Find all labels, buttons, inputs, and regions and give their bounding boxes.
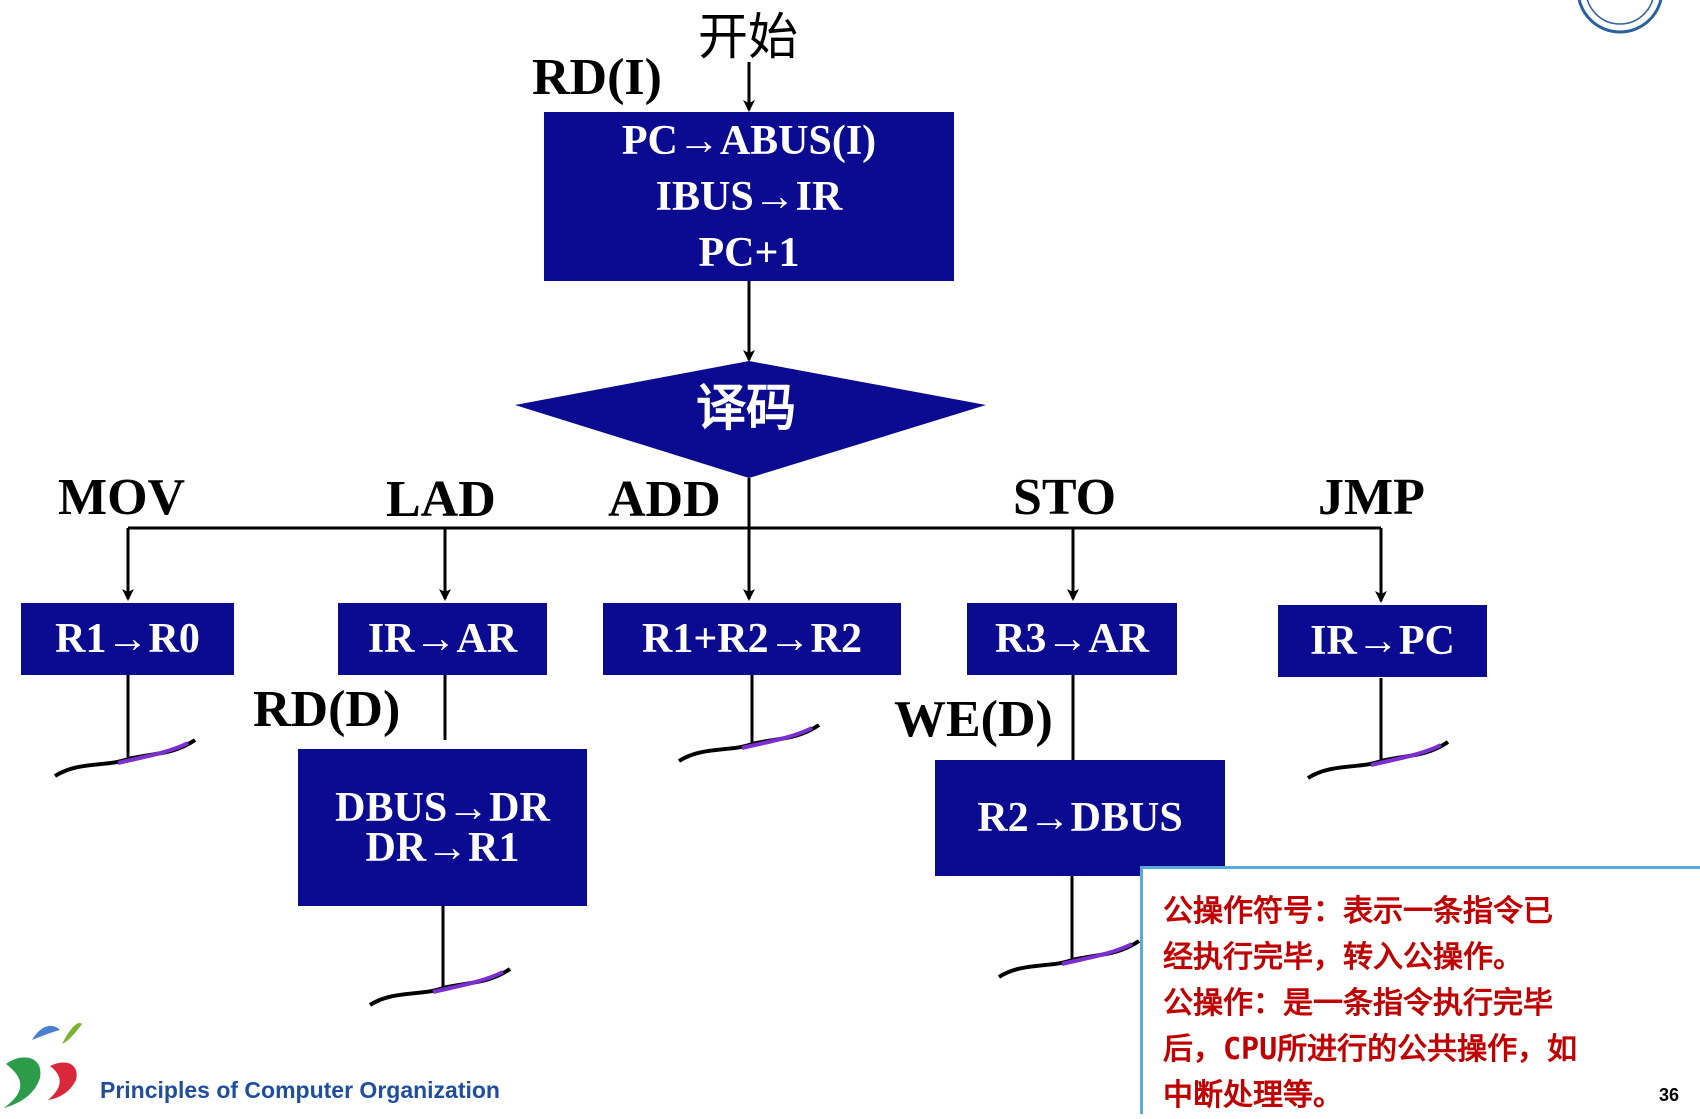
note-line-1: 公操作符号：表示一条指令已 <box>1163 894 1553 929</box>
fetch-signal-label: RD(I) <box>532 49 662 106</box>
mov-line-1: R1→R0 <box>55 616 200 662</box>
lad-second-line-2: DR→R1 <box>365 824 520 871</box>
sto-box: R3→AR <box>967 603 1177 675</box>
note-line-4: 后，CPU所进行的公共操作，如 <box>1163 1032 1578 1067</box>
footer-course-title: Principles of Computer Organization <box>100 1077 500 1103</box>
op-label-jmp: JMP <box>1318 469 1425 526</box>
mov-box: R1→R0 <box>21 603 234 675</box>
add-line-1: R1+R2→R2 <box>642 616 862 662</box>
op-label-mov: MOV <box>58 469 186 526</box>
fetch-line-1: PC→ABUS(I) <box>621 117 877 164</box>
lad-line-1: IR→AR <box>367 616 518 662</box>
lad-second-box: DBUS→DR DR→R1 <box>298 749 587 906</box>
note-line-2: 经执行完毕，转入公操作。 <box>1163 940 1523 975</box>
sto-second-line-1: R2→DBUS <box>977 795 1183 841</box>
end-symbol-mov <box>53 738 197 778</box>
fetch-box: PC→ABUS(I) IBUS→IR PC+1 <box>544 112 954 281</box>
end-symbol-lad <box>368 967 512 1007</box>
end-symbol-add <box>677 723 821 763</box>
op-label-add: ADD <box>608 471 721 528</box>
op-label-sto: STO <box>1013 469 1117 526</box>
lad-signal-label: RD(D) <box>253 681 401 738</box>
note-line-5: 中断处理等。 <box>1163 1078 1343 1113</box>
sto-line-1: R3→AR <box>995 616 1149 662</box>
end-symbol-sto <box>997 939 1141 979</box>
lad-box: IR→AR <box>338 603 547 675</box>
start-label: 开始 <box>698 8 798 66</box>
lad-second-line-1: DBUS→DR <box>335 784 550 831</box>
sto-second-box: R2→DBUS <box>935 760 1225 876</box>
page-number: 36 <box>1659 1085 1680 1105</box>
course-logo-icon <box>4 1022 82 1108</box>
fetch-line-3: PC+1 <box>698 229 800 276</box>
fetch-line-2: IBUS→IR <box>655 173 843 220</box>
common-operation-note: 公操作符号：表示一条指令已 经执行完毕，转入公操作。 公操作：是一条指令执行完毕… <box>1140 866 1700 1114</box>
add-box: R1+R2→R2 <box>603 603 901 675</box>
end-symbol-jmp <box>1306 740 1450 780</box>
decode-diamond <box>515 361 986 478</box>
sto-signal-label: WE(D) <box>894 691 1053 748</box>
jmp-box: IR→PC <box>1278 605 1487 677</box>
note-line-3: 公操作：是一条指令执行完毕 <box>1163 986 1553 1021</box>
university-seal-icon <box>1577 0 1663 34</box>
op-label-lad: LAD <box>386 471 496 528</box>
decode-label: 译码 <box>696 378 796 437</box>
jmp-line-1: IR→PC <box>1310 618 1455 664</box>
